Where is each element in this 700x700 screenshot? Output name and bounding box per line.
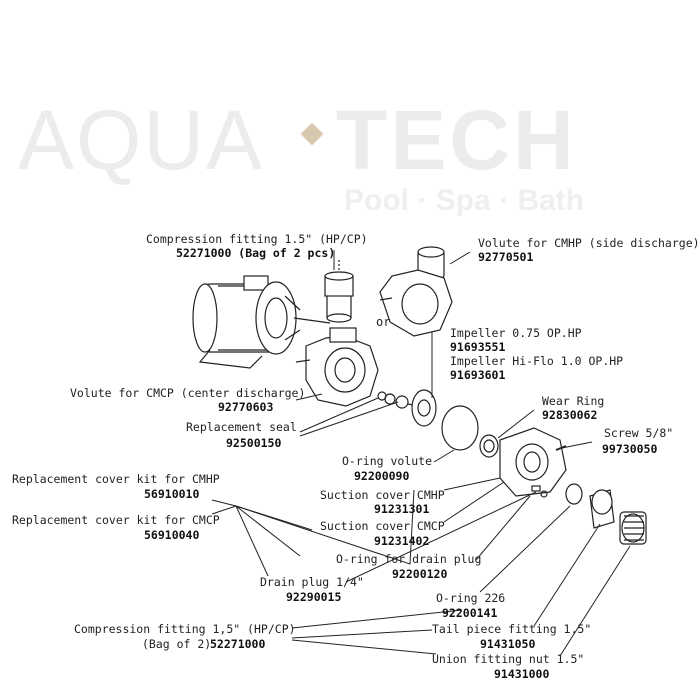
oring-volute-illustration	[441, 405, 479, 451]
union-nut-name: Union fitting nut 1.5"	[432, 652, 585, 666]
replacement-seal-number: 92500150	[226, 436, 282, 450]
replacement-seal-name: Replacement seal	[186, 420, 297, 434]
volute-cmhp-illustration	[379, 246, 453, 337]
oring-drain-name: O-ring for drain plug	[336, 552, 482, 566]
motor-illustration	[192, 275, 331, 369]
screw-name: Screw 5/8"	[604, 426, 674, 440]
leader-lines	[211, 250, 631, 657]
drain-plug-number: 92290015	[286, 590, 342, 604]
wear-ring-number: 92830062	[542, 408, 598, 422]
compression-fitting-bottom-name: Compression fitting 1,5" (HP/CP)	[74, 622, 296, 636]
seal-impeller-illustration	[377, 389, 437, 427]
tail-piece-number: 91431050	[480, 637, 536, 651]
volute-cmhp-number: 92770501	[478, 250, 534, 264]
oring-226-name: O-ring 226	[436, 591, 506, 605]
oring-drain-illustration	[540, 490, 548, 498]
compression-fitting-top-number: 52271000 (Bag of 2 pcs)	[176, 246, 336, 260]
compression-fitting-top-name: Compression fitting 1.5" (HP/CP)	[146, 232, 368, 246]
suction-cover-illustration	[499, 427, 567, 497]
screw-number: 99730050	[602, 442, 658, 456]
volute-cmcp-name: Volute for CMCP (center discharge)	[70, 386, 306, 400]
volute-cmhp-name: Volute for CMHP (side discharge)	[478, 236, 700, 250]
wear-ring-name: Wear Ring	[542, 394, 605, 408]
impeller-hiflo-name: Impeller Hi-Flo 1.0 OP.HP	[450, 354, 624, 368]
watermark-brand-left: AQUA	[18, 93, 265, 187]
oring-volute-name: O-ring volute	[342, 454, 433, 468]
oring-drain-number: 92200120	[392, 567, 448, 581]
volute-cmcp-illustration	[295, 327, 379, 407]
suction-cover-cmcp-name: Suction cover CMCP	[320, 519, 445, 533]
drain-plug-illustration	[531, 485, 541, 492]
cover-kit-cmhp-name: Replacement cover kit for CMHP	[12, 472, 220, 486]
impeller-075-name: Impeller 0.75 OP.HP	[450, 326, 582, 340]
watermark-tagline: Pool · Spa · Bath	[344, 184, 584, 217]
compression-fitting-illustration	[324, 260, 354, 323]
suction-cover-cmhp-name: Suction cover CMHP	[320, 488, 445, 502]
screw-illustration	[555, 445, 567, 451]
tail-piece-illustration	[589, 489, 615, 529]
compression-fitting-bottom-number: 52271000	[210, 637, 266, 651]
oring-226-illustration	[565, 483, 583, 505]
drain-plug-name: Drain plug 1/4"	[260, 575, 364, 589]
cover-kit-cmcp-number: 56910040	[144, 528, 200, 542]
or-label: or	[376, 315, 390, 329]
union-nut-illustration	[619, 511, 647, 545]
suction-cover-cmhp-number: 91231301	[374, 502, 430, 516]
union-nut-number: 91431000	[494, 667, 550, 681]
oring-volute-number: 92200090	[354, 469, 410, 483]
cover-kit-cmcp-name: Replacement cover kit for CMCP	[12, 513, 220, 527]
cover-kit-cmhp-number: 56910010	[144, 487, 200, 501]
tail-piece-name: Tail piece fitting 1.5"	[432, 622, 592, 636]
compression-fitting-bottom-name2: (Bag of 2)	[142, 637, 212, 651]
impeller-075-number: 91693551	[450, 340, 506, 354]
oring-226-number: 92200141	[442, 606, 498, 620]
suction-cover-cmcp-number: 91231402	[374, 534, 430, 548]
wear-ring-illustration	[479, 434, 499, 458]
watermark-brand-right: TECH	[336, 93, 577, 187]
impeller-hiflo-number: 91693601	[450, 368, 506, 382]
volute-cmcp-number: 92770603	[218, 400, 274, 414]
